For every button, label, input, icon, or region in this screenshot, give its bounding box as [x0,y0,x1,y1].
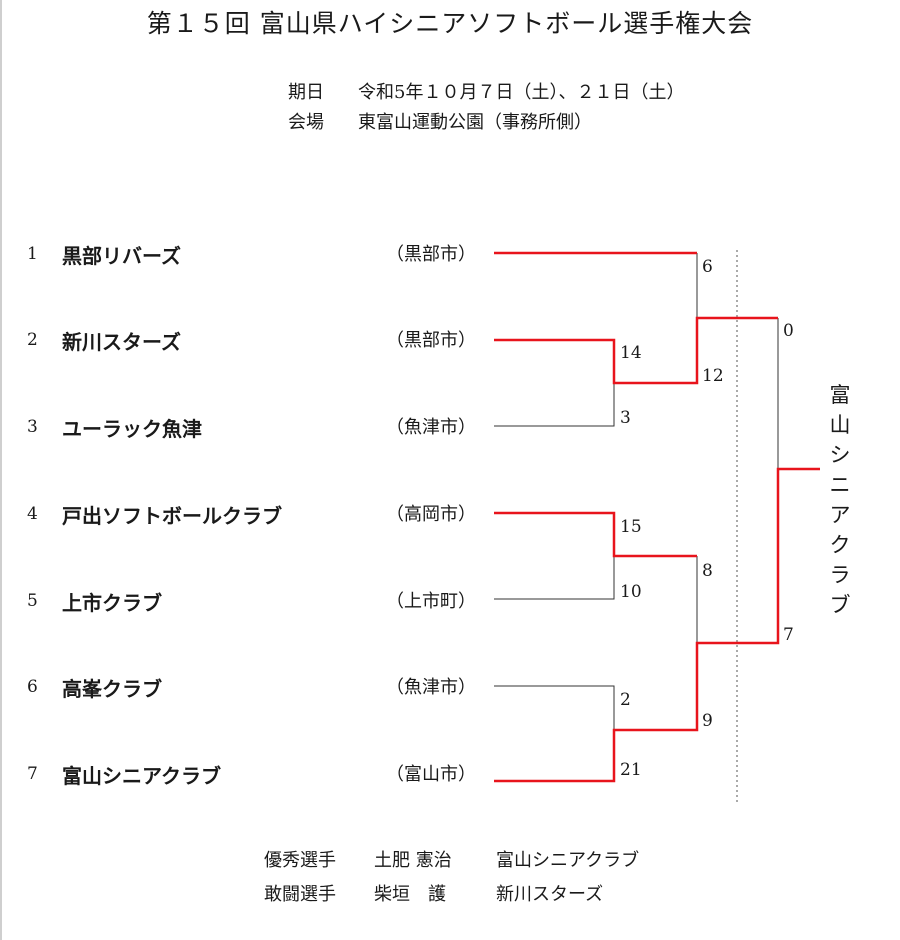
bracket-line-loser [494,556,615,600]
bracket-line-loser [494,383,615,427]
score-label: 10 [620,582,642,602]
champion-char: ブ [829,593,851,617]
champion-char: 富 [829,383,851,407]
date-label: 期日 [288,82,324,103]
score-label: 12 [702,366,724,386]
award-label: 敢闘選手 [264,884,336,905]
team-city: （魚津市） [386,677,476,698]
award-row: 敢闘選手 柴垣 護 新川スターズ [264,880,603,906]
champion-char: シ [829,443,851,467]
team-name: ユーラック魚津 [62,417,202,441]
champion-char: 山 [829,413,851,437]
venue-label: 会場 [288,112,324,133]
team-city: （富山市） [386,764,476,785]
award-team: 新川スターズ [496,884,604,905]
team-seed: 4 [27,504,38,524]
team-name: 高峯クラブ [62,677,162,701]
page-left-edge [0,0,2,940]
team-row: 3 ユーラック魚津 （魚津市） [0,413,480,443]
team-seed: 2 [27,330,38,350]
score-label: 8 [702,561,713,581]
team-city: （上市町） [386,591,476,612]
team-city: （黒部市） [386,330,476,351]
award-person: 土肥 憲治 [374,850,452,871]
team-row: 2 新川スターズ （黒部市） [0,326,480,356]
team-seed: 6 [27,677,38,697]
score-label: 9 [702,711,713,731]
bracket-line-loser [494,685,615,730]
team-row: 6 高峯クラブ （魚津市） [0,673,480,703]
award-label: 優秀選手 [264,850,336,871]
event-date: 期日 令和5年１０月７日（土）、２１日（土） [288,78,684,104]
score-label: 3 [620,408,631,428]
team-seed: 1 [27,244,38,264]
award-person: 柴垣 護 [374,884,446,905]
champion-char: ク [829,533,851,557]
score-label: 15 [620,517,642,537]
champion-char: ニ [829,473,851,497]
score-label: 14 [620,343,642,363]
team-name: 新川スターズ [62,330,181,354]
team-row: 1 黒部リバーズ （黒部市） [0,240,480,270]
team-city: （高岡市） [386,504,476,525]
team-name: 黒部リバーズ [62,244,181,268]
team-city: （魚津市） [386,417,476,438]
champion-char: ア [829,503,851,527]
score-label: 21 [620,760,642,780]
bracket-line-winner [494,467,820,783]
score-label: 6 [702,257,713,277]
team-seed: 5 [27,591,38,611]
award-team: 富山シニアクラブ [496,850,640,871]
team-name: 上市クラブ [62,591,162,615]
bracket-line-winner [494,316,778,385]
bracket-line-winner [494,511,697,558]
team-row: 7 富山シニアクラブ （富山市） [0,760,480,790]
team-row: 4 戸出ソフトボールクラブ （高岡市） [0,500,480,530]
team-name: 戸出ソフトボールクラブ [62,504,282,528]
award-row: 優秀選手 土肥 憲治 富山シニアクラブ [264,846,639,872]
team-seed: 3 [27,417,38,437]
team-name: 富山シニアクラブ [62,764,221,788]
team-seed: 7 [27,764,38,784]
score-label: 0 [783,321,794,341]
champion-name: 富 山 シ ニ ア ク ラ ブ [826,380,854,620]
event-venue: 会場 東富山運動公園（事務所側） [288,108,592,134]
venue-value: 東富山運動公園（事務所側） [358,112,592,133]
team-row: 5 上市クラブ （上市町） [0,587,480,617]
score-label: 7 [783,625,794,645]
score-label: 2 [620,690,631,710]
champion-char: ラ [829,563,851,587]
date-value: 令和5年１０月７日（土）、２１日（土） [358,82,685,103]
page-title: 第１５回 富山県ハイシニアソフトボール選手権大会 [146,9,754,38]
team-city: （黒部市） [386,244,476,265]
